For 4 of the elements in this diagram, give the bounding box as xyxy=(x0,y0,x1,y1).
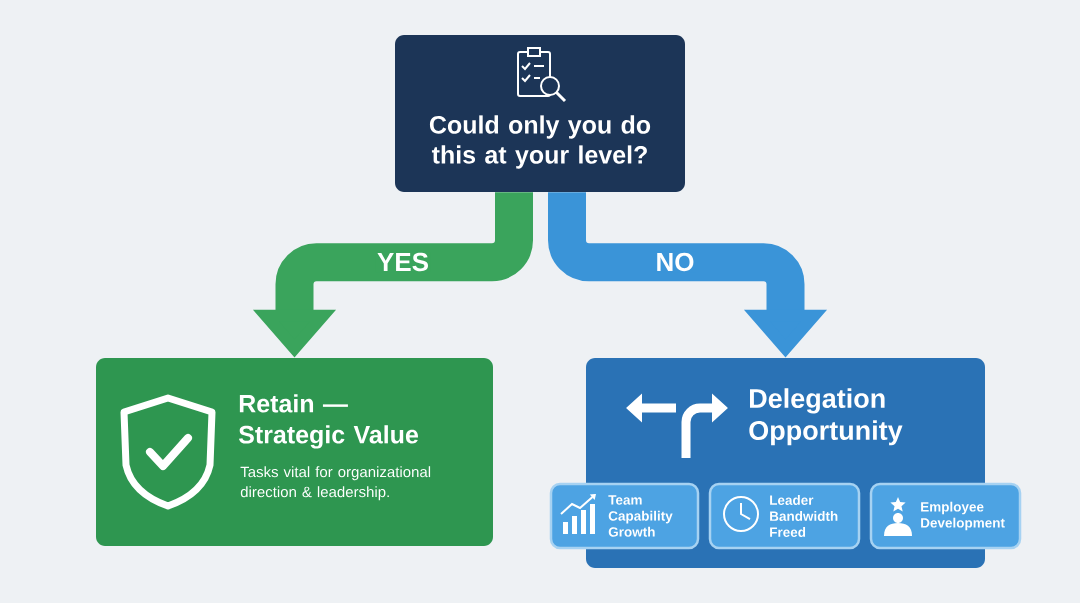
benefit-badge: Leader Bandwidth Freed xyxy=(708,482,861,550)
question-box: Could only you do this at your level? xyxy=(395,35,685,192)
benefit-badge: Employee Development xyxy=(869,482,1022,550)
benefit-badge: Team Capability Growth xyxy=(549,482,700,550)
